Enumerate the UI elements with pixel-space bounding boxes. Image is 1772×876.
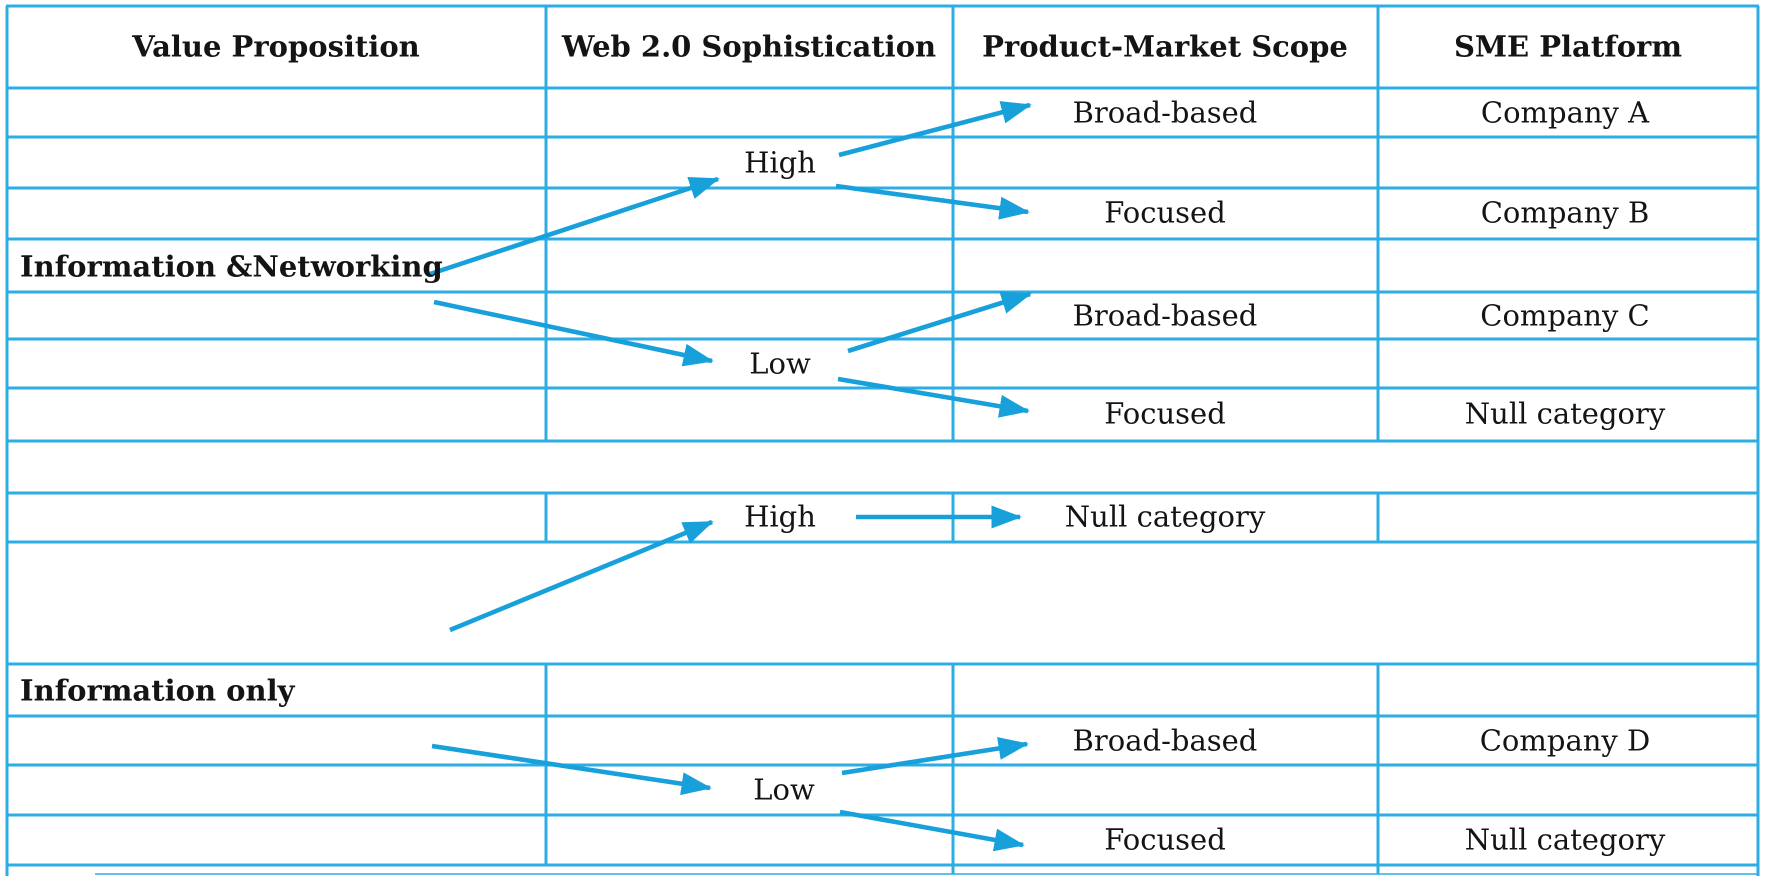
scope-focused-b: Focused — [1104, 195, 1226, 230]
value-prop-information-only: Information only — [20, 673, 295, 708]
arrow-info-only-to-high — [449, 519, 714, 633]
arrow-low2-to-broad-based-d — [841, 737, 1029, 776]
arrows — [429, 101, 1032, 852]
sophistication-high-1: High — [744, 145, 816, 180]
arrow-info-networking-to-high — [429, 176, 720, 277]
header-web-sophistication: Web 2.0 Sophistication — [561, 29, 937, 64]
platform-company-c: Company C — [1480, 298, 1650, 333]
value-prop-information-networking: Information &Networking — [20, 249, 443, 284]
scope-focused-null-2: Focused — [1104, 822, 1226, 857]
scope-broad-based-a: Broad-based — [1072, 95, 1258, 130]
arrow-info-only-to-low — [431, 743, 712, 796]
platform-null-category-2: Null category — [1464, 822, 1666, 857]
header-value-proposition: Value Proposition — [132, 29, 420, 64]
scope-broad-based-c: Broad-based — [1072, 298, 1258, 333]
arrow-info-networking-to-low — [433, 299, 714, 367]
arrow-low1-to-focused-null — [837, 376, 1030, 418]
arrow-high1-to-broad-based-a — [838, 101, 1032, 158]
arrow-low2-to-focused-null — [839, 809, 1025, 852]
platform-company-a: Company A — [1480, 95, 1650, 130]
arrow-high1-to-focused-b — [835, 183, 1030, 220]
sophistication-high-2: High — [744, 499, 816, 534]
header-sme-platform: SME Platform — [1453, 29, 1683, 64]
platform-company-b: Company B — [1480, 195, 1650, 230]
scope-focused-null-1: Focused — [1104, 396, 1226, 431]
scope-null-category-high-2: Null category — [1064, 499, 1266, 534]
header-product-market-scope: Product-Market Scope — [982, 29, 1348, 64]
sophistication-low-2: Low — [753, 772, 815, 807]
platform-null-category-1: Null category — [1464, 396, 1666, 431]
arrow-low1-to-broad-based-c — [847, 291, 1032, 354]
scope-broad-based-d: Broad-based — [1072, 723, 1258, 758]
platform-company-d: Company D — [1479, 723, 1651, 758]
sophistication-low-1: Low — [749, 346, 811, 381]
